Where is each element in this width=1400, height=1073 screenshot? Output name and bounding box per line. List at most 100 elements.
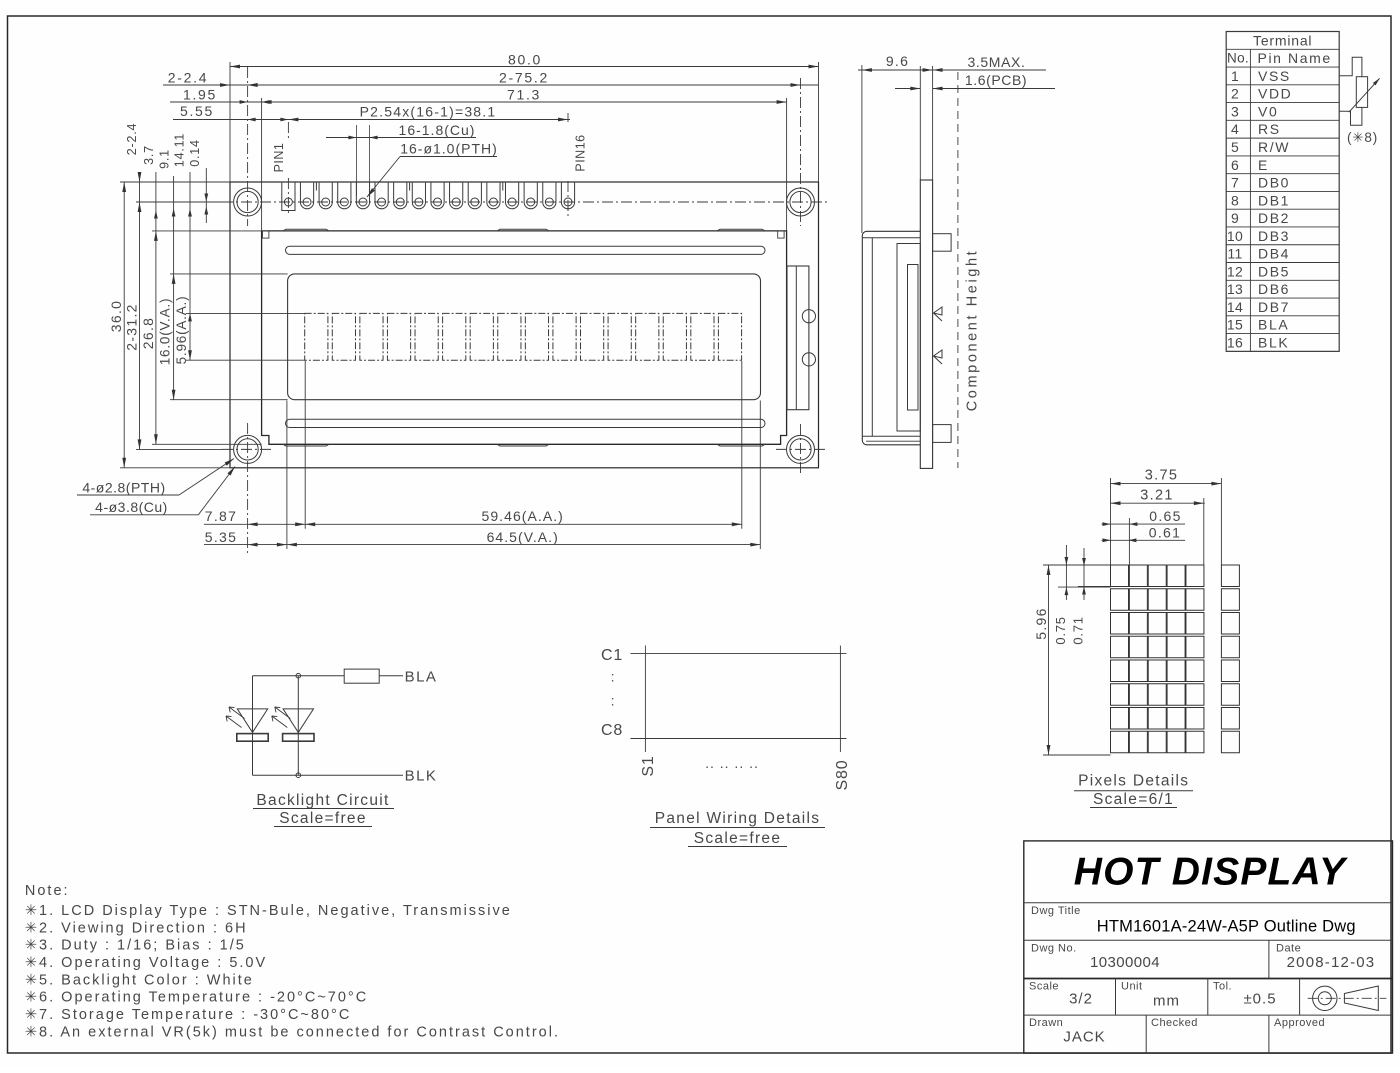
svg-text:9.6: 9.6 [886,53,909,69]
svg-text:1: 1 [1231,68,1239,84]
svg-text:11: 11 [1227,246,1242,262]
svg-text:10300004: 10300004 [1090,954,1160,971]
svg-text:4-ø2.8(PTH): 4-ø2.8(PTH) [82,480,165,496]
svg-text:3.75: 3.75 [1145,468,1178,484]
svg-text:Approved: Approved [1274,1017,1325,1029]
svg-text:DB3: DB3 [1258,228,1290,244]
svg-text:2-2.4: 2-2.4 [168,70,208,86]
svg-text:✳3. Duty : 1/16; Bias : 1/5: ✳3. Duty : 1/16; Bias : 1/5 [25,938,246,954]
svg-text:Pin Name: Pin Name [1258,50,1332,66]
svg-text:DB5: DB5 [1258,263,1290,279]
svg-text:JACK: JACK [1063,1029,1105,1046]
svg-text:Scale=6/1: Scale=6/1 [1093,791,1174,808]
svg-text:1.6(PCB): 1.6(PCB) [965,72,1027,88]
svg-text:2-75.2: 2-75.2 [499,70,549,86]
svg-text:Dwg No.: Dwg No. [1031,943,1077,955]
svg-text:DB6: DB6 [1258,281,1290,297]
svg-text:71.3: 71.3 [507,87,541,103]
svg-text:✳1. LCD Display Type : STN-Bul: ✳1. LCD Display Type : STN-Bule, Negativ… [25,903,512,919]
svg-text:C8: C8 [601,722,623,739]
svg-text:DB7: DB7 [1258,299,1290,315]
svg-text:BLA: BLA [405,669,438,686]
svg-text:S1: S1 [640,755,657,776]
svg-text:0.71: 0.71 [1071,616,1086,645]
svg-text:9: 9 [1231,210,1239,226]
svg-text:✳8. An external VR(5k) must be: ✳8. An external VR(5k) must be connected… [25,1024,560,1040]
svg-text:Panel Wiring Details: Panel Wiring Details [655,810,821,827]
svg-text:80.0: 80.0 [508,52,542,68]
svg-text:V0: V0 [1258,103,1278,119]
svg-text:16-1.8(Cu): 16-1.8(Cu) [399,122,476,138]
svg-text:6: 6 [1231,157,1239,173]
svg-text:3/2: 3/2 [1069,991,1093,1008]
svg-text:HOT DISPLAY: HOT DISPLAY [1074,851,1348,894]
svg-text:5.96: 5.96 [1033,607,1049,639]
svg-text:.. .. .. ..: .. .. .. .. [705,755,759,771]
svg-text:0.65: 0.65 [1149,508,1181,524]
svg-text:Dwg Title: Dwg Title [1031,905,1081,917]
svg-text:5.55: 5.55 [180,103,214,119]
svg-text:No.: No. [1227,51,1249,66]
svg-text:Scale: Scale [1029,981,1059,993]
svg-text:12: 12 [1227,263,1243,279]
svg-text:3: 3 [1231,103,1239,119]
svg-text:RS: RS [1258,121,1281,137]
svg-text:7.87: 7.87 [205,508,237,524]
svg-text:1.95: 1.95 [183,87,217,103]
svg-text:16: 16 [1227,334,1243,350]
svg-text:Tol.: Tol. [1213,981,1232,993]
svg-text:Backlight Circuit: Backlight Circuit [256,792,389,809]
svg-text::: : [611,669,616,685]
svg-text:✳4. Operating Voltage : 5.0V: ✳4. Operating Voltage : 5.0V [25,955,267,971]
svg-text:✳5. Backlight Color : White: ✳5. Backlight Color : White [25,972,254,988]
svg-text:14.11: 14.11 [173,133,187,167]
svg-text::: : [611,693,616,709]
svg-text:5.96(A.A.): 5.96(A.A.) [174,296,189,365]
svg-text:64.5(V.A.): 64.5(V.A.) [487,529,559,545]
svg-text:S80: S80 [834,760,851,791]
svg-text:9.1: 9.1 [158,149,172,169]
svg-text:0.75: 0.75 [1053,616,1068,645]
svg-text:Unit: Unit [1121,981,1143,993]
svg-text:R/W: R/W [1258,139,1290,155]
svg-text:Drawn: Drawn [1029,1017,1063,1029]
svg-text:Note:: Note: [25,883,70,899]
svg-text:3.5MAX.: 3.5MAX. [968,54,1026,70]
svg-text:E: E [1258,157,1269,173]
svg-text:PIN1: PIN1 [272,143,286,173]
svg-text:DB0: DB0 [1258,175,1290,191]
svg-text:5.35: 5.35 [205,529,237,545]
svg-text:4-ø3.8(Cu): 4-ø3.8(Cu) [95,499,168,515]
svg-text:✳7. Storage Temperature : -30°: ✳7. Storage Temperature : -30°C~80°C [25,1007,351,1023]
svg-text:C1: C1 [601,647,623,664]
svg-text:BLA: BLA [1258,317,1289,333]
svg-text:3.7: 3.7 [142,145,156,165]
svg-text:3.21: 3.21 [1140,488,1173,504]
svg-text:DB1: DB1 [1258,192,1290,208]
svg-text:16-ø1.0(PTH): 16-ø1.0(PTH) [400,141,498,157]
svg-text:Pixels Details: Pixels Details [1078,773,1189,790]
svg-text:BLK: BLK [1258,334,1289,350]
svg-text:HTM1601A-24W-A5P Outline Dwg: HTM1601A-24W-A5P Outline Dwg [1097,918,1356,936]
svg-text:✳2. Viewing Direction : 6H: ✳2. Viewing Direction : 6H [25,920,248,936]
svg-text:P2.54x(16-1)=38.1: P2.54x(16-1)=38.1 [360,104,497,120]
svg-text:✳6. Operating Temperature : -2: ✳6. Operating Temperature : -20°C~70°C [25,990,368,1006]
svg-text:8: 8 [1231,192,1239,208]
svg-text:15: 15 [1227,317,1243,333]
svg-text:DB2: DB2 [1258,210,1290,226]
svg-text:Checked: Checked [1151,1017,1198,1029]
svg-text:Terminal: Terminal [1253,32,1312,48]
svg-text:59.46(A.A.): 59.46(A.A.) [482,508,564,524]
svg-text:2-2.4: 2-2.4 [125,123,139,156]
svg-text:36.0: 36.0 [108,300,124,332]
svg-text:0.61: 0.61 [1149,525,1181,541]
svg-text:Date: Date [1276,943,1301,955]
svg-text:PIN16: PIN16 [574,134,588,171]
svg-text:Scale=free: Scale=free [279,810,367,827]
svg-text:16.0(V.A.): 16.0(V.A.) [158,298,173,366]
svg-text:(✳8): (✳8) [1347,130,1378,145]
svg-text:4: 4 [1231,121,1239,137]
svg-text:2: 2 [1231,86,1239,102]
svg-text:Scale=free: Scale=free [694,830,782,847]
svg-text:5: 5 [1231,139,1239,155]
